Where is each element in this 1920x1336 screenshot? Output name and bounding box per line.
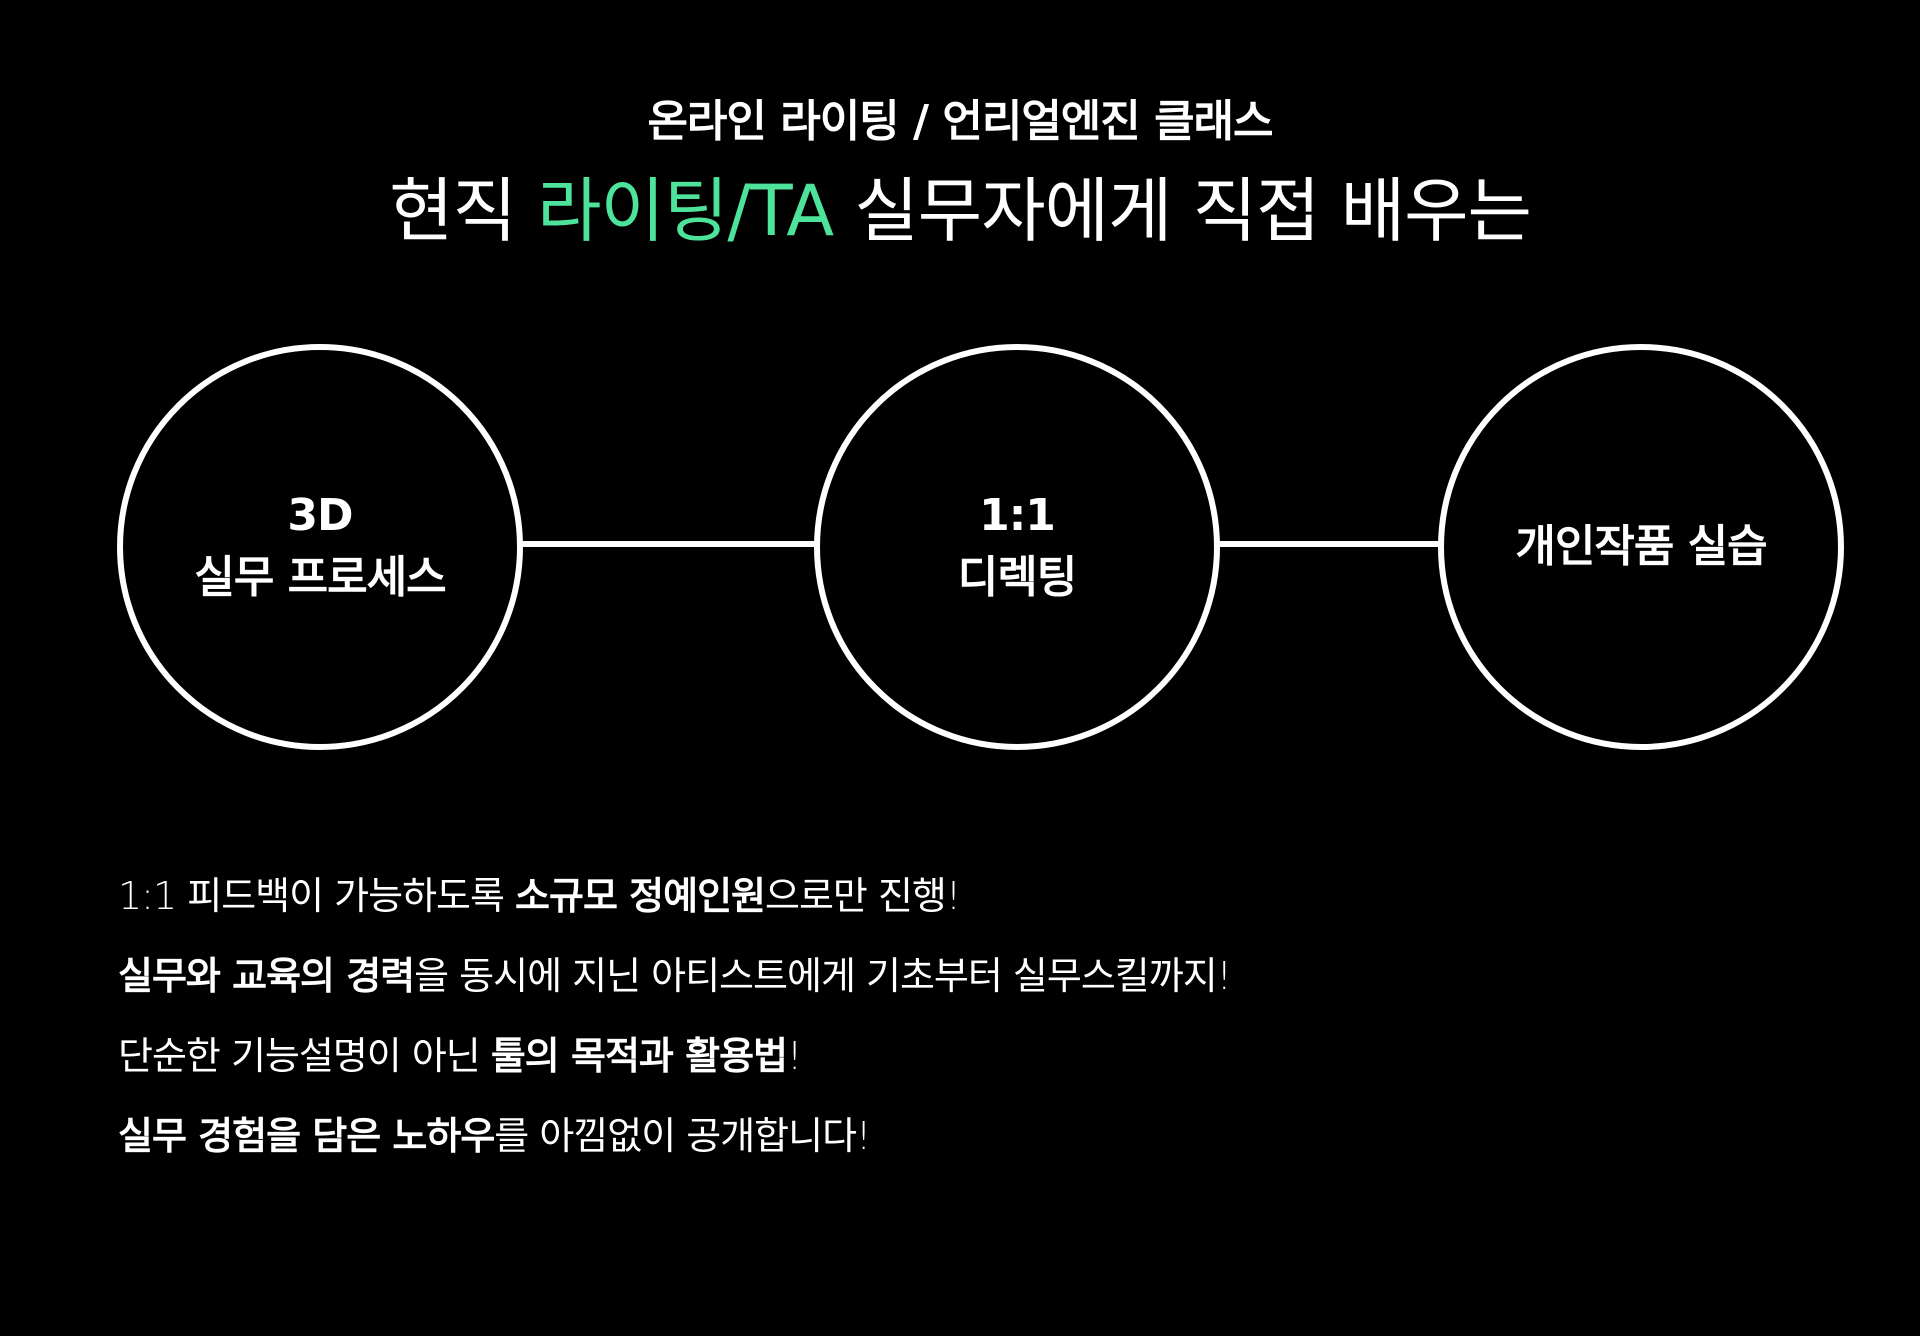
circle-3d-process-label: 3D 실무 프로세스	[194, 485, 446, 609]
circle-3d-process-line1: 3D	[287, 490, 353, 541]
feature-highlight: 실무 경험을 담은 노하우	[118, 1114, 495, 1158]
feature-text: 1:1 피드백이 가능하도록	[118, 874, 516, 918]
feature-text: 을 동시에 지닌 아티스트에게 기초부터 실무스킬까지!	[414, 954, 1232, 998]
connector-line-2	[1214, 541, 1442, 547]
connector-line-1	[520, 541, 816, 547]
circle-1on1-directing-label: 1:1 디렉팅	[957, 485, 1077, 609]
headline-prefix: 현직	[389, 170, 538, 252]
class-subtitle: 온라인 라이팅 / 언리얼엔진 클래스	[647, 96, 1273, 147]
headline-accent: 라이팅/TA	[537, 170, 834, 252]
feature-item: 1:1 피드백이 가능하도록 소규모 정예인원으로만 진행!	[118, 856, 1818, 936]
headline: 현직 라이팅/TA 실무자에게 직접 배우는	[0, 166, 1920, 256]
headline-suffix: 실무자에게 직접 배우는	[833, 170, 1532, 252]
feature-text: 를 아낌없이 공개합니다!	[494, 1114, 871, 1158]
circle-personal-project: 개인작품 실습	[1438, 344, 1844, 750]
feature-highlight: 소규모 정예인원	[515, 874, 766, 918]
circle-1on1-directing-line1: 1:1	[979, 490, 1056, 541]
feature-text: !	[786, 1034, 802, 1078]
circle-3d-process: 3D 실무 프로세스	[117, 344, 523, 750]
circle-personal-project-label: 개인작품 실습	[1515, 516, 1767, 578]
circle-personal-project-line1: 개인작품 실습	[1515, 521, 1767, 572]
feature-item: 단순한 기능설명이 아닌 툴의 목적과 활용법!	[118, 1016, 1818, 1096]
feature-text: 으로만 진행!	[765, 874, 961, 918]
feature-item: 실무 경험을 담은 노하우를 아낌없이 공개합니다!	[118, 1096, 1818, 1176]
feature-highlight: 실무와 교육의 경력	[118, 954, 415, 998]
feature-item: 실무와 교육의 경력을 동시에 지닌 아티스트에게 기초부터 실무스킬까지!	[118, 936, 1818, 1016]
circle-1on1-directing-line2: 디렉팅	[957, 552, 1077, 603]
circle-3d-process-line2: 실무 프로세스	[194, 552, 446, 603]
feature-text: 단순한 기능설명이 아닌	[118, 1034, 491, 1078]
circle-1on1-directing: 1:1 디렉팅	[814, 344, 1220, 750]
feature-list: 1:1 피드백이 가능하도록 소규모 정예인원으로만 진행! 실무와 교육의 경…	[118, 856, 1818, 1176]
header: 온라인 라이팅 / 언리얼엔진 클래스 현직 라이팅/TA 실무자에게 직접 배…	[0, 92, 1920, 256]
feature-highlight: 툴의 목적과 활용법	[490, 1034, 788, 1078]
